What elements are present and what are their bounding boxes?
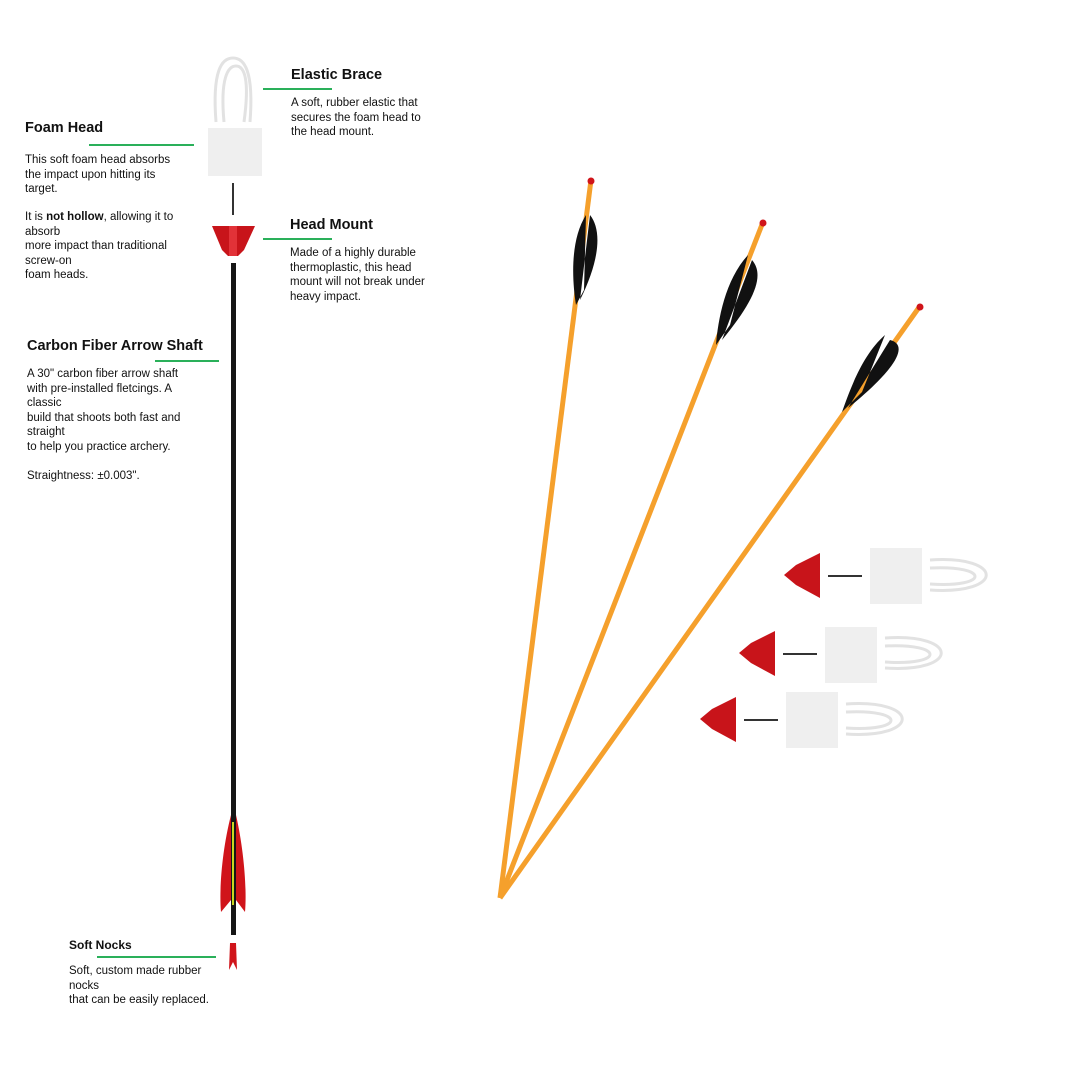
arrow-set — [497, 177, 924, 900]
foam-head-description: This soft foam head absorbs the impact u… — [25, 154, 171, 195]
nock-image — [229, 943, 237, 970]
orange-arrow-1 — [497, 177, 598, 899]
spare-head-2 — [739, 627, 943, 683]
elastic-brace-rule — [263, 88, 332, 90]
shaft-rule — [155, 360, 219, 362]
elastic-brace-description: A soft, rubber elastic that secures the … — [291, 97, 421, 138]
elastic-brace-image — [213, 56, 253, 123]
spare-heads — [700, 548, 988, 748]
head-mount-description: Made of a highly durable thermoplastic, … — [290, 247, 425, 303]
shaft-description: A 30" carbon fiber arrow shaft with pre-… — [27, 368, 181, 482]
foam-head-title: Foam Head — [25, 120, 104, 136]
fletching-image — [220, 815, 246, 912]
elastic-brace-title: Elastic Brace — [291, 67, 383, 83]
foam-head-description-2: It is not hollow, allowing it to absorb … — [25, 211, 174, 281]
shaft-title: Carbon Fiber Arrow Shaft — [27, 338, 203, 354]
orange-arrow-2 — [497, 219, 767, 899]
spare-head-3 — [700, 692, 904, 748]
head-mount-title: Head Mount — [290, 217, 373, 233]
nocks-rule — [97, 956, 216, 958]
shaft-image — [231, 263, 236, 935]
foam-head-rule — [89, 144, 194, 146]
head-mount-rule — [263, 238, 332, 240]
nocks-description: Soft, custom made rubber nocks that can … — [69, 965, 210, 1006]
foam-head-image — [208, 128, 262, 176]
spare-head-1 — [784, 548, 988, 604]
nocks-title: Soft Nocks — [69, 938, 132, 952]
exploded-arrow — [208, 56, 262, 970]
orange-arrow-3 — [497, 303, 924, 900]
